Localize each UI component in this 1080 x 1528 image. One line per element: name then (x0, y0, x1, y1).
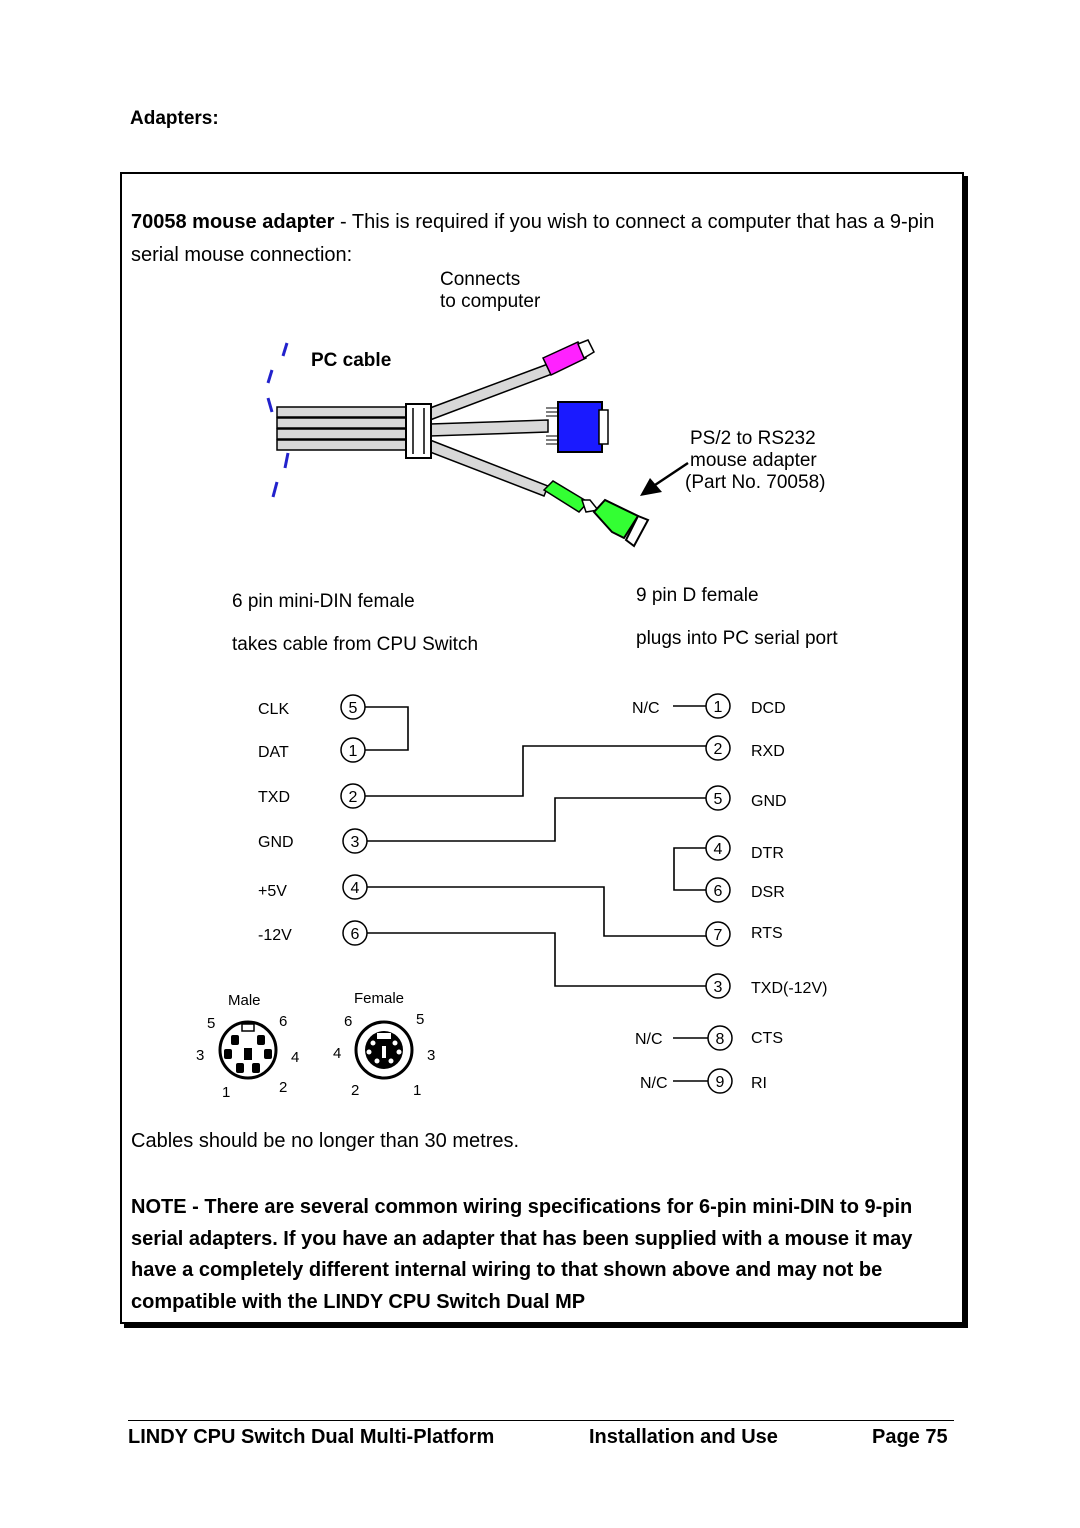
pin-label-dsr: DSR (751, 884, 785, 901)
footer-product: LINDY CPU Switch Dual Multi-Platform (128, 1426, 495, 1448)
right-pin-number: 9 (716, 1074, 725, 1091)
nc-label: N/C (635, 1031, 663, 1048)
pc-cable-illustration: Connects to computer PC cable PS/2 to RS… (266, 269, 825, 548)
left-pin-number: 4 (351, 880, 360, 897)
male-connector-face: Male 5 6 3 4 1 2 (196, 992, 299, 1101)
right-pin-number: 7 (714, 927, 723, 944)
pin-label-clk: CLK (258, 701, 289, 718)
pin-label-rxd: RXD (751, 743, 785, 760)
male-pin-2: 2 (279, 1079, 287, 1096)
intro-paragraph: 70058 mouse adapter - This is required i… (131, 206, 956, 272)
female-pin-5: 5 (416, 1011, 424, 1028)
female-pin-2: 2 (351, 1082, 359, 1099)
pin-label-dat: DAT (258, 744, 289, 761)
right-pin-number: 5 (714, 791, 723, 808)
adapter-label-1: PS/2 to RS232 (690, 428, 816, 449)
cable-length-note: Cables should be no longer than 30 metre… (131, 1130, 520, 1152)
footer-section: Installation and Use (589, 1426, 778, 1448)
male-title: Male (228, 992, 261, 1009)
pin-label-txd: TXD (258, 789, 290, 806)
left-pin-column: CLK DAT TXD GND +5V -12V 5 1 2 3 4 6 (258, 694, 368, 946)
right-connector-title: 9 pin D female (636, 585, 759, 606)
right-pin-number: 2 (714, 741, 723, 758)
adapter-label-2: mouse adapter (690, 450, 817, 471)
pin-label-txd-12v: TXD(-12V) (751, 980, 827, 997)
pin-label-dcd: DCD (751, 700, 786, 717)
male-pin-1: 1 (222, 1084, 230, 1101)
content-frame (120, 172, 964, 1324)
female-pin-6: 6 (344, 1013, 352, 1030)
section-heading: Adapters: (130, 108, 219, 129)
wiring-lines (365, 705, 708, 1082)
adapter-arrow (640, 461, 689, 496)
green-ps2-plug (542, 480, 600, 513)
intro-text: - This is required if you wish to connec… (131, 211, 935, 266)
right-pin-circle (705, 735, 731, 761)
left-pin-number: 6 (351, 926, 360, 943)
footer-page-number: Page 75 (872, 1426, 948, 1448)
female-title: Female (354, 990, 404, 1007)
right-pin-number: 1 (714, 699, 723, 716)
pin-label-rts: RTS (751, 925, 783, 942)
compatibility-note: NOTE - There are several common wiring s… (131, 1196, 913, 1313)
male-pin-5: 5 (207, 1015, 215, 1032)
right-pin-circle (705, 921, 731, 947)
left-pin-number: 2 (349, 789, 358, 806)
left-pin-number: 5 (349, 700, 358, 717)
male-pin-3: 3 (196, 1047, 204, 1064)
right-pin-number: 6 (714, 883, 723, 900)
right-pin-number: 3 (714, 979, 723, 996)
right-pin-number: 8 (716, 1031, 725, 1048)
female-pin-4: 4 (333, 1045, 341, 1062)
right-connector-subtitle: plugs into PC serial port (636, 628, 838, 649)
adapter-label-3: (Part No. 70058) (685, 472, 825, 493)
connects-label-1: Connects (440, 269, 520, 290)
magenta-ps2-plug (541, 339, 595, 377)
left-connector-subtitle: takes cable from CPU Switch (232, 634, 478, 655)
green-rs232-adapter (592, 498, 650, 548)
female-pin-3: 3 (427, 1047, 435, 1064)
pin-label-5v: +5V (258, 883, 287, 900)
left-pin-number: 3 (351, 834, 360, 851)
female-pin-1: 1 (413, 1082, 421, 1099)
connects-label-2: to computer (440, 291, 541, 312)
male-pin-6: 6 (279, 1013, 287, 1030)
right-pin-column: N/C N/C N/C 1 2 5 4 6 7 3 8 9 DCD RXD GN… (632, 693, 827, 1094)
right-pin-number: 4 (714, 841, 723, 858)
pin-label-dtr: DTR (751, 845, 784, 862)
nc-label: N/C (640, 1075, 668, 1092)
footer-rule (128, 1420, 954, 1421)
pin-label-gnd-d: GND (751, 793, 787, 810)
nc-label: N/C (632, 700, 660, 717)
pin-label-cts: CTS (751, 1030, 783, 1047)
left-pin-number: 1 (349, 743, 358, 760)
pc-cable-label: PC cable (311, 350, 391, 371)
left-connector-title: 6 pin mini-DIN female (232, 591, 415, 612)
pin-label-ri: RI (751, 1075, 767, 1092)
female-connector-face: Female 6 5 4 3 2 1 (333, 990, 435, 1099)
blue-plug (546, 401, 609, 453)
intro-bold: 70058 mouse adapter (131, 211, 335, 233)
male-pin-4: 4 (291, 1049, 299, 1066)
pin-label-gnd: GND (258, 834, 294, 851)
pin-label-12v: -12V (258, 927, 292, 944)
